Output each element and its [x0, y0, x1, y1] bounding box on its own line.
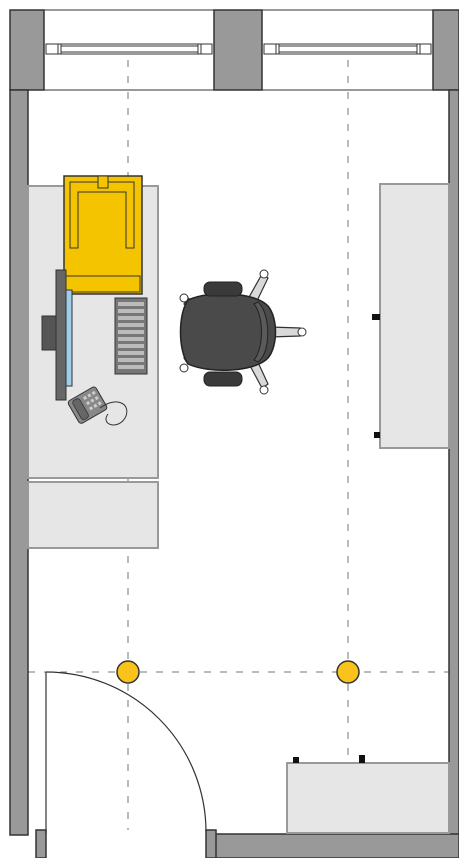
ceiling-light-left [116, 660, 140, 684]
wall-bottom [207, 833, 459, 858]
low-cabinet-handle-right [359, 755, 365, 763]
low-cabinet-body [286, 762, 450, 834]
chair-armrest-top [203, 281, 243, 297]
document-tray [63, 175, 143, 295]
office-chair [179, 269, 307, 395]
chair-backrest [253, 301, 269, 363]
side-cabinet-body [379, 183, 450, 449]
window-left [44, 9, 214, 91]
side-cabinet-handle-bottom [374, 432, 380, 438]
monitor-stand [41, 315, 57, 351]
door-swing-arc [45, 671, 207, 833]
desk-extension [27, 481, 159, 549]
door-jamb-right [205, 829, 217, 858]
wall-right-top-pier [432, 9, 459, 91]
phone-handset [72, 398, 89, 420]
keyboard [114, 297, 148, 375]
monitor-body [55, 269, 67, 401]
phone-keypad [82, 390, 102, 411]
phone-cord [99, 401, 128, 426]
chair-seat [179, 293, 277, 371]
telephone [67, 386, 108, 424]
door-jamb-left [35, 829, 47, 858]
low-cabinet-handle-left [293, 757, 299, 763]
tray-lip [65, 275, 141, 293]
side-cabinet-handle-top [372, 314, 380, 320]
tray-frame [69, 181, 135, 249]
monitor-screen [65, 289, 73, 387]
keyboard-keys [118, 302, 144, 369]
side-cabinet [372, 183, 450, 449]
windows [44, 9, 433, 91]
window-right [262, 9, 433, 91]
wall-right [448, 89, 459, 858]
chair-casters [179, 269, 307, 395]
ceiling-light-right [336, 660, 360, 684]
door [45, 671, 207, 834]
ceiling-lights [116, 660, 360, 684]
chair-armrest-bottom [203, 371, 243, 387]
tray-handle [97, 175, 109, 189]
wall-left [9, 89, 29, 836]
wall-center-pier [213, 9, 263, 91]
low-cabinet [286, 755, 450, 834]
computer-monitor [41, 269, 73, 401]
planning-gridlines [28, 44, 450, 830]
wall-left-top-pier [9, 9, 45, 91]
